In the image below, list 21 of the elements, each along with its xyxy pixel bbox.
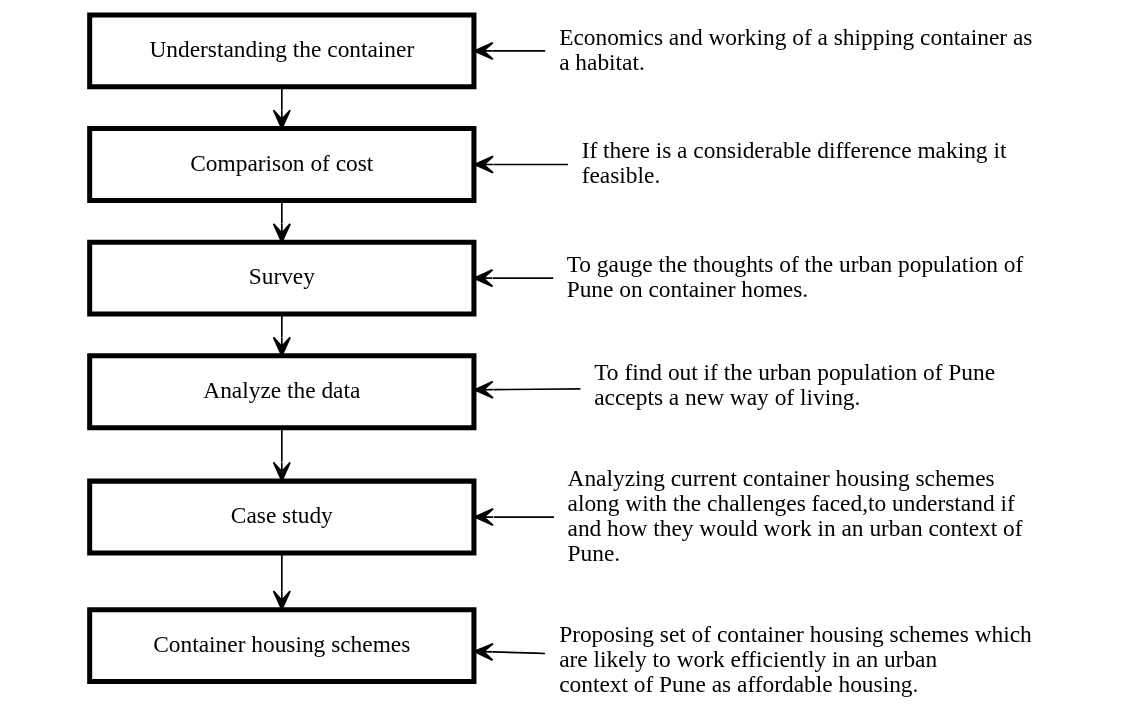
arrow [473, 507, 555, 527]
node-text: Proposing set of container housing schemes which are likely to work efficiently in an urban context of Pune as affordable housing. [558, 620, 1032, 697]
node-text: To gauge the thoughts of the urban population of Pune on container homes. [566, 250, 1023, 302]
node-text: To find out if the urban population of Pune accepts a new way of living. [593, 359, 995, 411]
arrow [473, 642, 546, 661]
arrow [473, 41, 546, 60]
node-box: Case study [86, 478, 476, 556]
arrow [272, 552, 291, 611]
arrow [272, 200, 291, 243]
arrow [473, 380, 581, 399]
node-text: If there is a considerable difference making it feasible. [581, 137, 1006, 189]
node-box: Understanding the container [86, 12, 476, 90]
arrow [272, 427, 291, 482]
node-box: Survey [86, 239, 476, 317]
node-text: Economics and working of a shipping container as a habitat. [558, 23, 1032, 75]
node-box: Container housing schemes [86, 607, 476, 685]
node-text: Analyzing current container housing schemes along with the challenges faced,to understand if and how they would work in an urban context of Pune. [567, 464, 1023, 566]
arrow [473, 155, 569, 174]
node-box: Analyze the data [86, 353, 476, 431]
arrow [272, 313, 291, 357]
node-box: Comparison of cost [86, 126, 476, 203]
